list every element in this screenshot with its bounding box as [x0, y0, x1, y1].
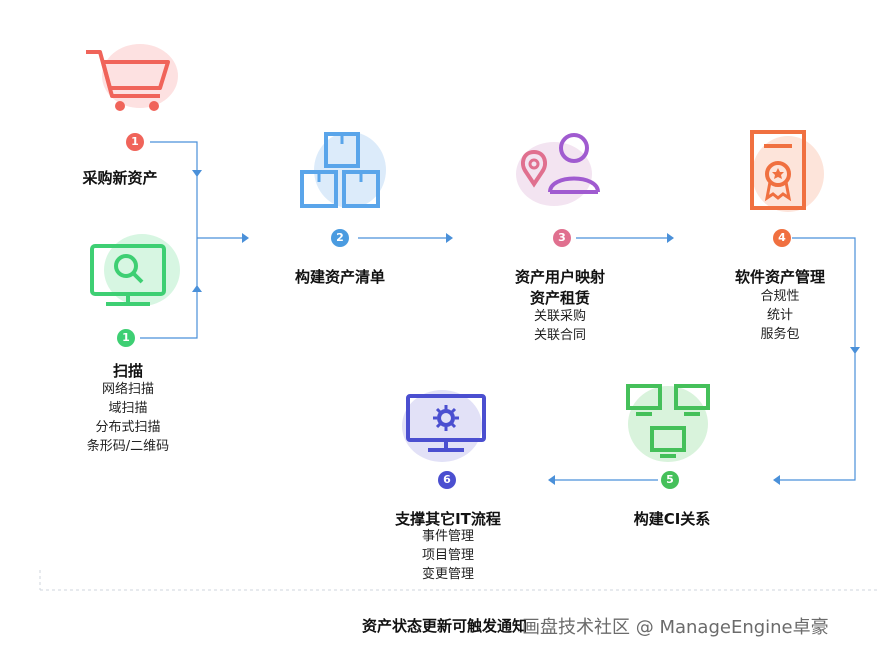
step-title-software: 软件资产管理 — [734, 268, 825, 286]
step-mapping-line: 关联合同 — [533, 328, 586, 343]
scan-monitor-icon — [84, 228, 184, 312]
step-scan-line: 分布式扫描 — [95, 420, 161, 435]
arrow-left-5 — [773, 475, 780, 485]
step-title-ci: 构建CI关系 — [633, 510, 711, 528]
watermark: 画盘技术社区 @ ManageEngine卓豪 — [522, 617, 829, 638]
step-scan-details: 网络扫描 域扫描 分布式扫描 条形码/二维码 — [64, 380, 192, 456]
certificate-icon — [740, 124, 830, 216]
step-software-line: 合规性 — [760, 289, 800, 304]
step-it-details: 事件管理 项目管理 变更管理 — [388, 527, 508, 584]
boxes-icon — [294, 126, 390, 218]
step-title-user-mapping: 资产用户映射 — [514, 268, 605, 286]
step-mapping-line: 关联采购 — [533, 309, 586, 324]
network-monitors-icon — [618, 376, 718, 466]
connector-cart — [150, 141, 198, 238]
step-software-line: 服务包 — [760, 327, 800, 342]
step-badge-2: 2 — [331, 229, 349, 247]
step-scan-line: 条形码/二维码 — [86, 439, 170, 454]
step-scan-line: 网络扫描 — [101, 382, 154, 397]
arrow-right-3 — [446, 233, 453, 243]
step-software-details: 合规性 统计 服务包 — [720, 287, 840, 344]
step-title-scan: 扫描 — [112, 362, 143, 380]
step-it-line: 事件管理 — [421, 529, 474, 544]
step-badge-4: 4 — [773, 229, 791, 247]
user-location-icon — [510, 130, 610, 210]
step-title-leasing: 资产租赁 — [529, 289, 590, 307]
step-badge-3: 3 — [553, 229, 571, 247]
connector-scan — [140, 238, 198, 339]
arrow-left-6 — [548, 475, 555, 485]
step-badge-6: 6 — [438, 471, 456, 489]
step-scan-line: 域扫描 — [108, 401, 148, 416]
step-title-inventory: 构建资产清单 — [294, 268, 385, 286]
footer-note: 资产状态更新可触发通知 — [362, 617, 528, 635]
step-badge-5: 5 — [661, 471, 679, 489]
arrow-right-4 — [667, 233, 674, 243]
step-software-line: 统计 — [766, 308, 793, 323]
arrow-right-2 — [242, 233, 249, 243]
arrow-down-1 — [192, 170, 202, 177]
arrow-down-4 — [850, 347, 860, 354]
step-it-line: 项目管理 — [421, 548, 474, 563]
step-title-it-processes: 支撑其它IT流程 — [395, 510, 501, 528]
shopping-cart-icon — [80, 36, 180, 116]
step-mapping-details: 关联采购 关联合同 — [500, 307, 620, 345]
arrow-up-1 — [192, 285, 202, 292]
step-title-purchase: 采购新资产 — [82, 169, 158, 187]
step-badge-1-purchase: 1 — [126, 133, 144, 151]
connector-4-5 — [779, 237, 856, 481]
gear-monitor-icon — [396, 384, 496, 468]
step-badge-1-scan: 1 — [117, 329, 135, 347]
step-it-line: 变更管理 — [421, 567, 474, 582]
